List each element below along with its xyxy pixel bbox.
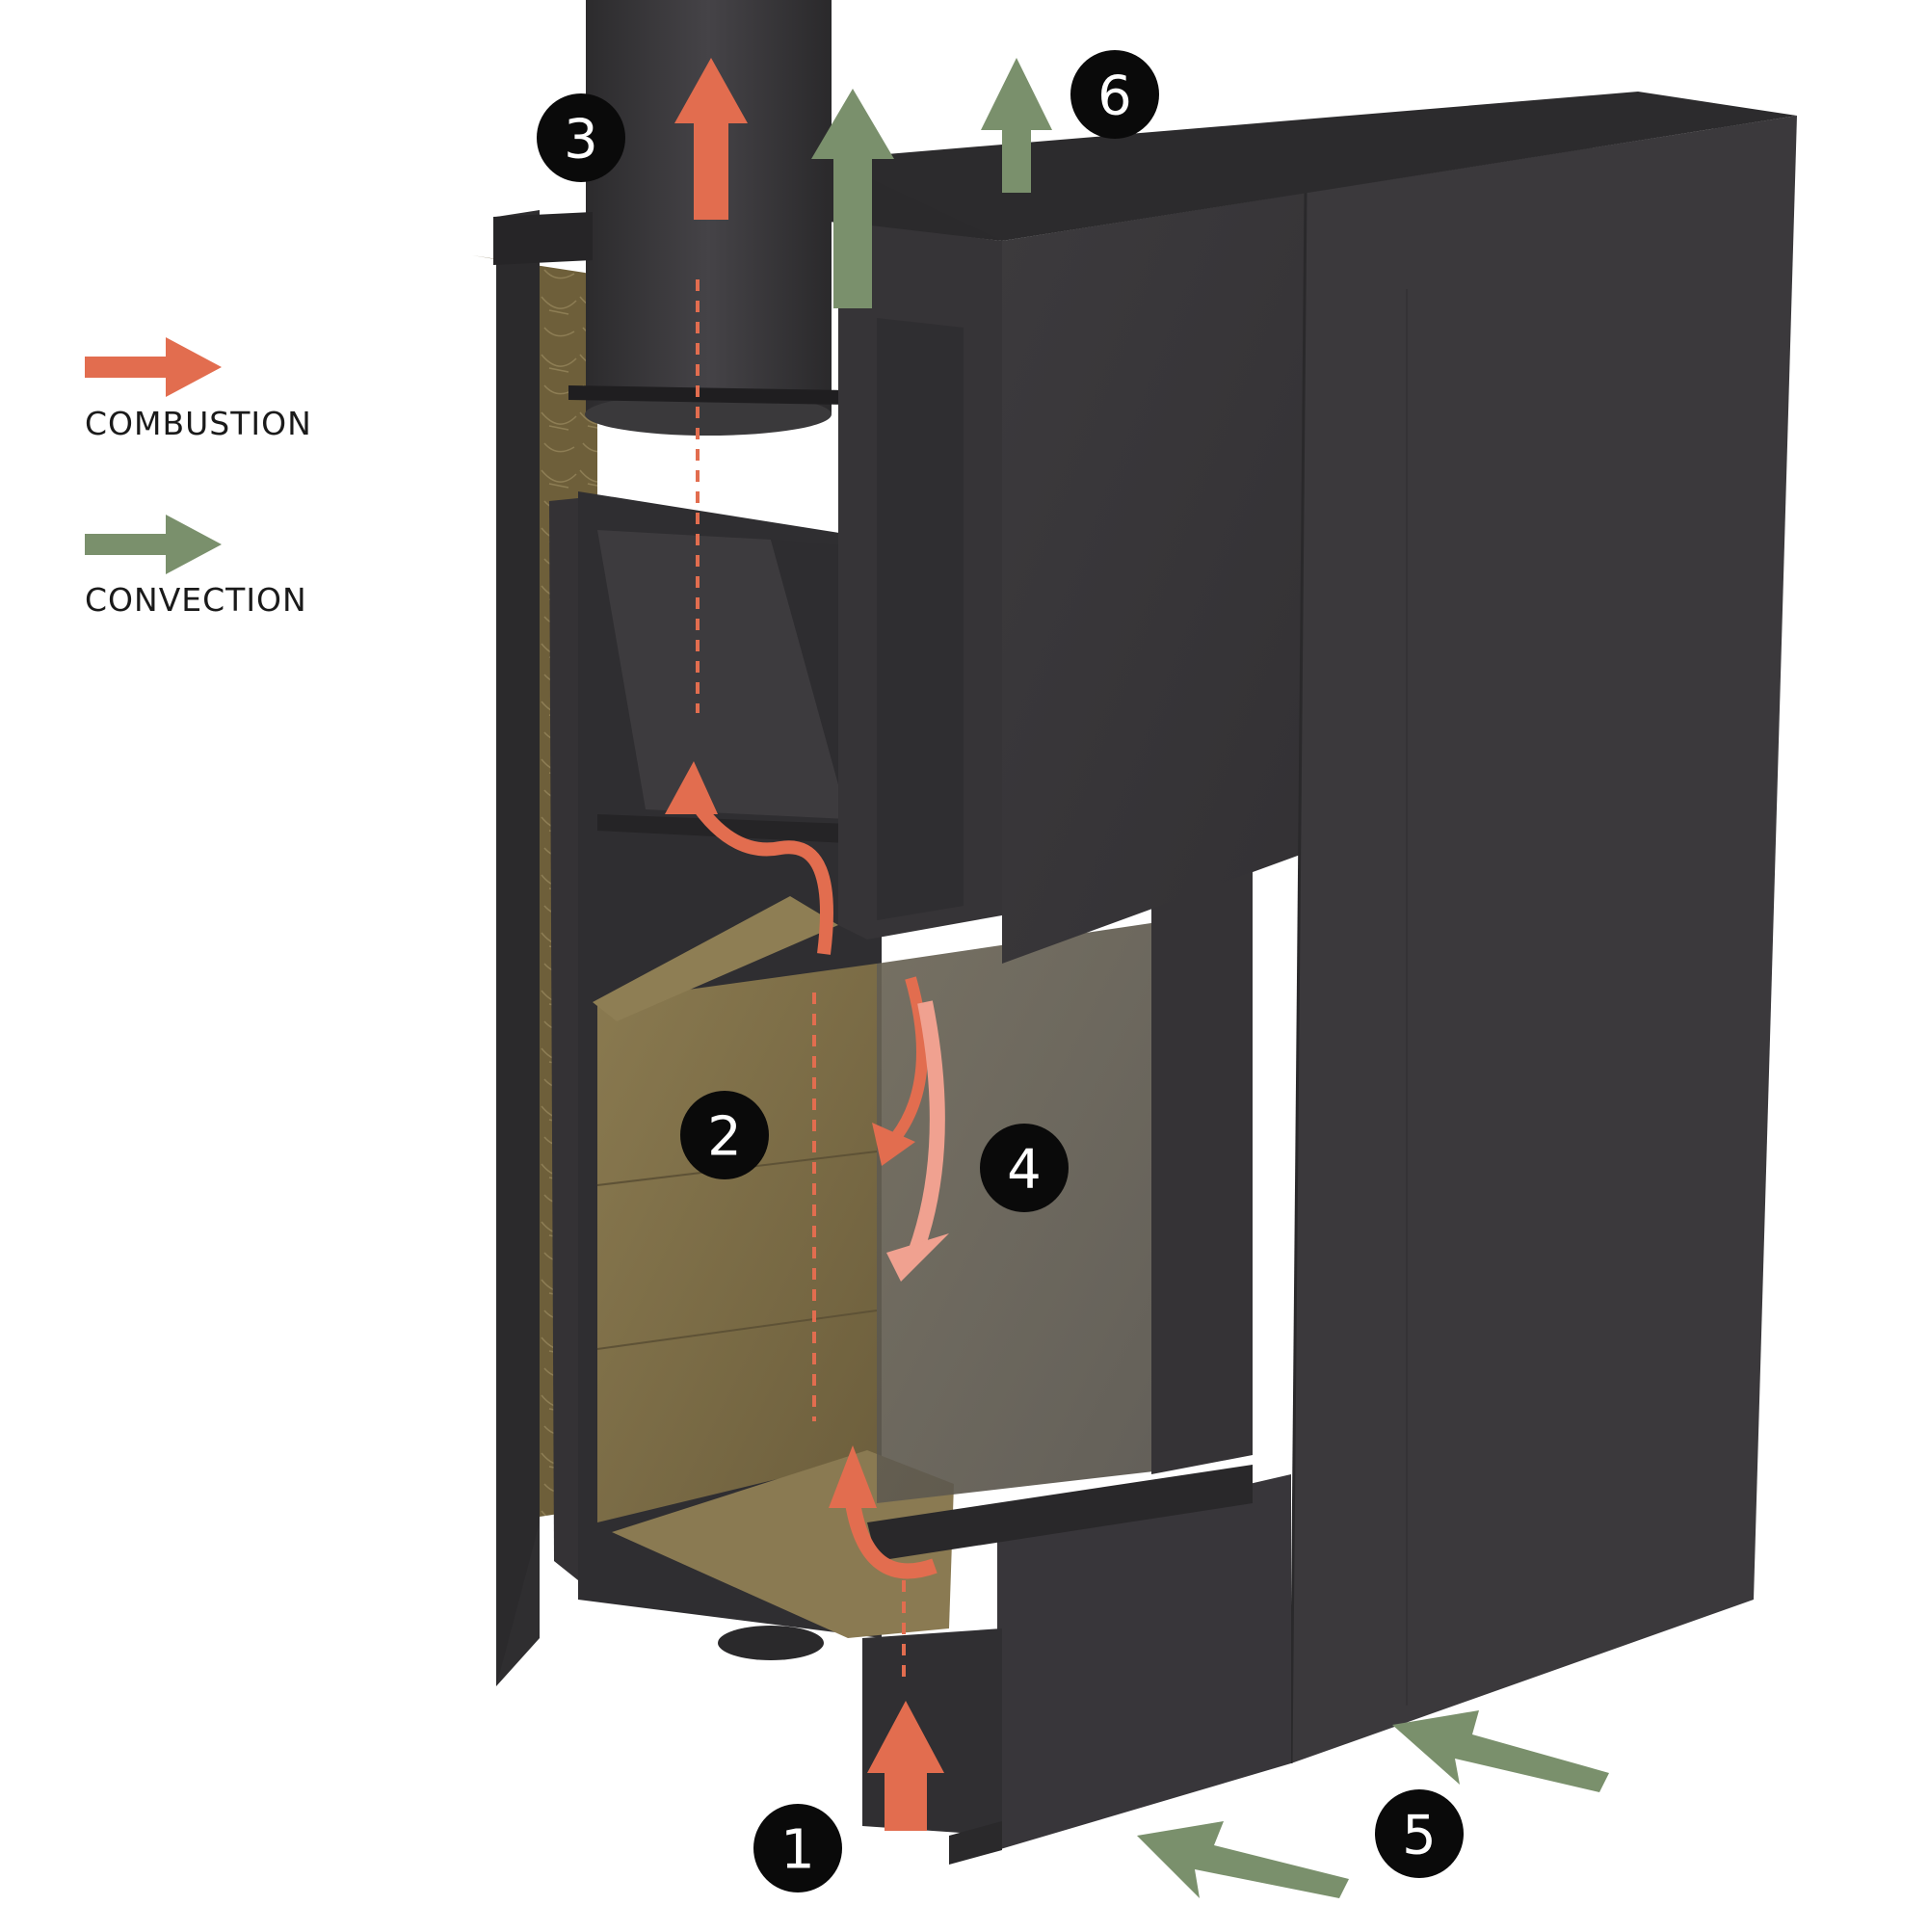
combustion-arrow-floor [845, 1501, 938, 1579]
combustion-arrow-baffle [688, 796, 833, 955]
panel-seam [1289, 192, 1307, 1764]
ash-drain [718, 1626, 824, 1660]
combustion-arrow-inlet [867, 1701, 944, 1831]
top-cap [829, 92, 1797, 241]
convection-arrow-outlet-right [981, 58, 1052, 193]
combustion-arrowhead-floor [829, 1445, 877, 1508]
combustion-arrow-glass-wash-2 [908, 1000, 945, 1256]
callout-6: 6 [1070, 50, 1159, 139]
combustion-arrowhead-glass-wash [872, 1123, 915, 1166]
callout-4-text: 4 [1007, 1139, 1042, 1202]
door-sill [867, 1465, 1253, 1561]
callout-2-text: 2 [707, 1106, 742, 1169]
combustion-arrow-glass-wash [891, 976, 928, 1141]
callout-6-text: 6 [1097, 66, 1132, 128]
top-flange-left [493, 212, 593, 265]
legend-combustion-label: COMBUSTION [85, 405, 312, 442]
front-cladding-upper [1002, 193, 1306, 964]
firebrick-back [597, 964, 877, 1522]
lower-plinth [862, 1628, 1002, 1836]
convection-arrow-inlet-front [1137, 1821, 1349, 1898]
convection-arrow-outlet-left [811, 89, 894, 308]
brick-joint [596, 1310, 878, 1350]
flue-bracket [568, 385, 848, 405]
bottom-lip [949, 1821, 1002, 1865]
callout-3: 3 [537, 93, 625, 182]
flue-collar [585, 393, 832, 436]
combustion-arrowhead-glass-wash-2 [886, 1233, 949, 1282]
callout-4: 4 [980, 1124, 1069, 1212]
callout-3-text: 3 [564, 109, 598, 172]
door-frame [1151, 858, 1253, 1474]
callout-5-text: 5 [1402, 1805, 1437, 1867]
side-cladding [1291, 116, 1797, 1763]
legend-combustion-arrow-icon [85, 337, 222, 397]
firebrick-top [593, 896, 838, 1021]
convection-channel-inner [877, 318, 964, 920]
callout-1: 1 [753, 1804, 842, 1892]
rear-panel [496, 255, 540, 1686]
convection-arrow-inlet-side [1392, 1710, 1609, 1792]
smoke-hood [597, 530, 848, 819]
combustion-arrowhead-baffle [665, 761, 718, 814]
combustion-arrow-flue [674, 58, 748, 220]
front-cladding-lower [997, 1474, 1291, 1850]
callout-5: 5 [1375, 1789, 1464, 1878]
legend-convection-arrow-icon [85, 515, 222, 574]
callout-2: 2 [680, 1091, 769, 1179]
legend-convection-label: CONVECTION [85, 581, 307, 619]
callout-1-text: 1 [780, 1819, 815, 1882]
